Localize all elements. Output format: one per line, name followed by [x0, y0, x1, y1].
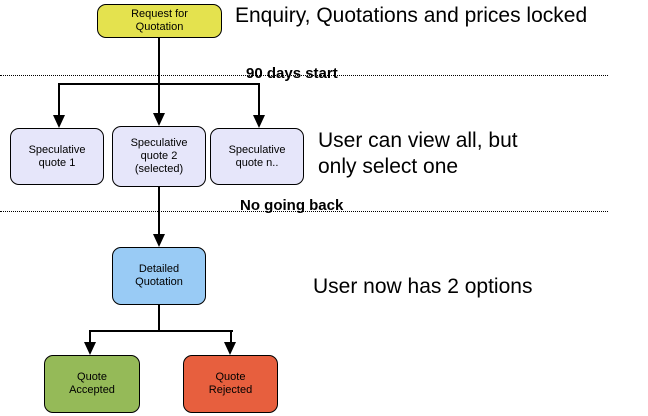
connector-detailed-down	[158, 305, 160, 331]
connector-to-spec3	[258, 83, 260, 116]
annotation-view-all-select-one: User can view all, but only select one	[318, 129, 518, 178]
connector-request-down	[158, 38, 160, 84]
connector-to-spec2	[158, 83, 160, 114]
node-speculative-quote-n: Speculative quote n..	[210, 128, 304, 185]
arrowhead-to-rejected	[224, 342, 236, 355]
arrowhead-to-spec3	[253, 115, 265, 128]
node-speculative-quote-2-selected: Speculative quote 2 (selected)	[112, 126, 206, 187]
milestone-no-going-back: No going back	[240, 197, 344, 214]
connector-spec2-to-detailed	[158, 187, 160, 235]
phase-divider-line-2	[0, 211, 608, 212]
annotation-two-options: User now has 2 options	[313, 275, 533, 298]
connector-to-accepted	[89, 330, 91, 343]
connector-to-rejected	[230, 330, 232, 343]
phase-divider-line-1	[0, 75, 608, 76]
node-quote-rejected: Quote Rejected	[183, 355, 278, 413]
node-request-for-quotation: Request for Quotation	[97, 4, 222, 38]
node-quote-accepted: Quote Accepted	[44, 355, 140, 413]
connector-split-bottom	[89, 330, 233, 332]
arrowhead-to-spec2	[153, 113, 165, 126]
connector-to-spec1	[58, 83, 60, 116]
arrowhead-to-detailed	[153, 234, 165, 247]
node-speculative-quote-1: Speculative quote 1	[10, 128, 104, 185]
arrowhead-to-accepted	[84, 342, 96, 355]
milestone-90-days-start: 90 days start	[246, 65, 338, 82]
node-detailed-quotation: Detailed Quotation	[112, 247, 206, 305]
annotation-enquiry-heading: Enquiry, Quotations and prices locked	[235, 4, 588, 27]
arrowhead-to-spec1	[53, 115, 65, 128]
